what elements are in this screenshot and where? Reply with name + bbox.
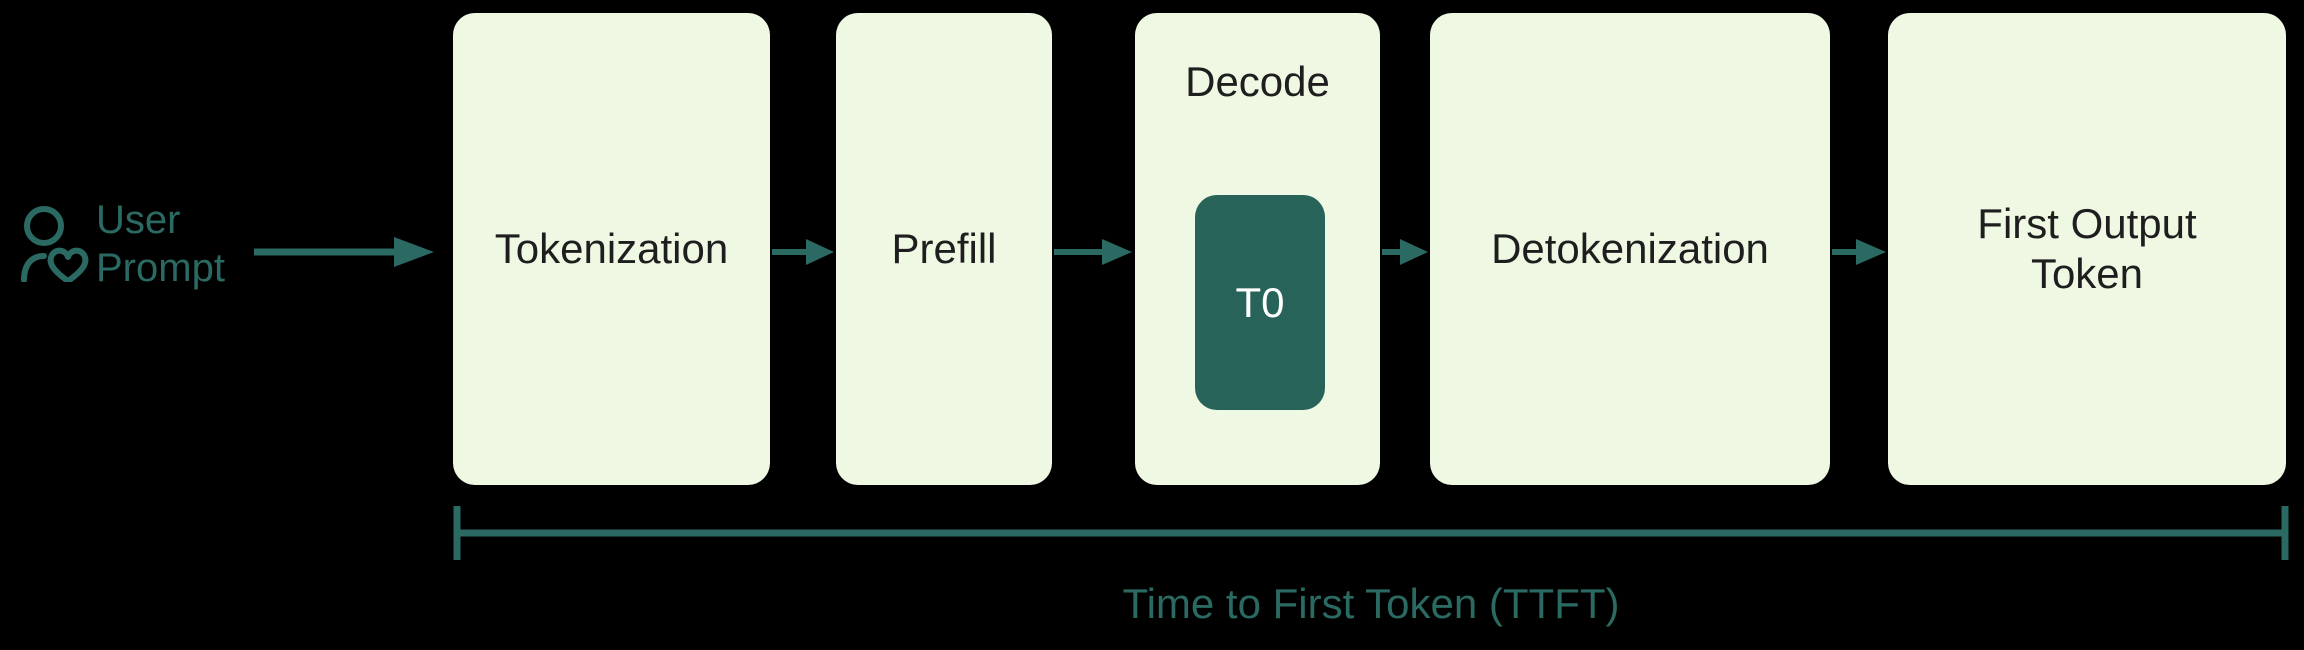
user-prompt-node: User Prompt xyxy=(18,196,248,326)
stage-box-detokenization[interactable]: Detokenization xyxy=(1430,13,1830,485)
arrow-tokenization-to-prefill xyxy=(772,232,836,272)
stage-label-first-output-token: First Output Token xyxy=(1977,200,2197,297)
stage-box-first-output-token[interactable]: First Output Token xyxy=(1888,13,2286,485)
decode-token-chip[interactable]: T0 xyxy=(1195,195,1325,410)
stage-label-decode: Decode xyxy=(1185,58,1330,105)
arrow-prefill-to-decode xyxy=(1054,232,1134,272)
stage-label-tokenization: Tokenization xyxy=(494,225,729,272)
ttft-label: Time to First Token (TTFT) xyxy=(1122,580,1620,627)
arrow-user-prompt-to-tokenization xyxy=(252,232,438,272)
stage-box-prefill[interactable]: Prefill xyxy=(836,13,1052,485)
stage-label-detokenization: Detokenization xyxy=(1491,225,1769,272)
decode-token-label: T0 xyxy=(1235,278,1285,326)
arrow-detokenization-to-first-output xyxy=(1832,232,1888,272)
stage-box-decode[interactable]: Decode T0 xyxy=(1135,13,1380,485)
user-prompt-label: User Prompt xyxy=(96,198,225,290)
ttft-bracket xyxy=(453,504,2289,562)
stage-box-tokenization[interactable]: Tokenization xyxy=(453,13,770,485)
arrow-decode-to-detokenization xyxy=(1382,232,1430,272)
user-heart-icon xyxy=(18,204,90,284)
stage-label-prefill: Prefill xyxy=(891,225,997,272)
